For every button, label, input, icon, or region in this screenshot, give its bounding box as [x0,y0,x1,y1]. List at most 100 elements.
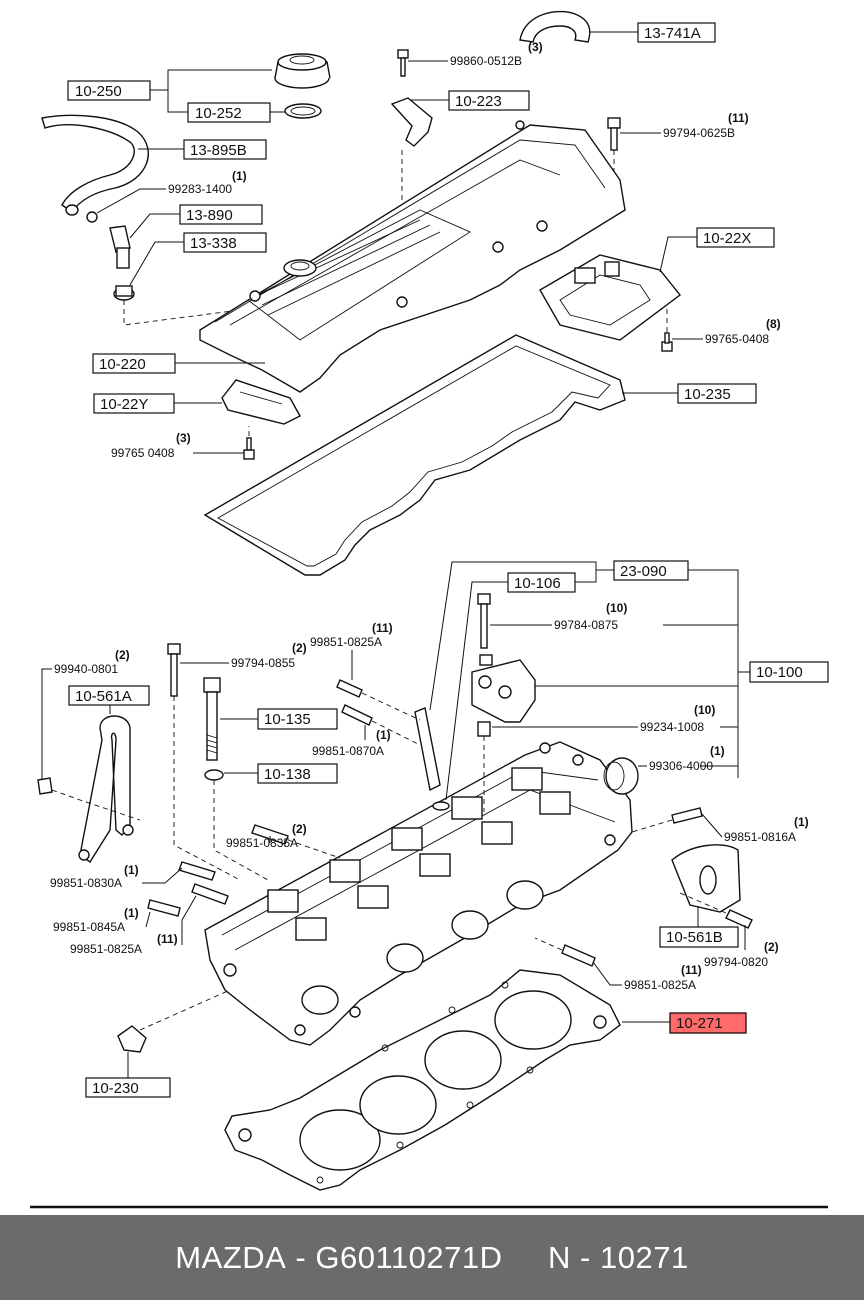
valve-cover-gasket [203,334,626,576]
part-label: 99765 0408 [111,446,175,460]
callout-10-561A: 10-561A [75,688,132,705]
baffle-plate-10-22X [539,254,681,341]
part-label: 99283-1400 [168,182,232,196]
qty-label: (11) [681,963,702,977]
callout-23-090: 23-090 [620,563,667,580]
spacer [502,1240,548,1276]
qty-label: (1) [710,744,725,758]
qty-label: (8) [766,317,781,331]
cylinder-head [204,741,633,1046]
diagram-number-label: N [548,1239,571,1275]
head-bolt-10-135 [203,677,221,761]
caption-bar: MAZDA - G60110271D N - 10271 [0,1215,864,1300]
breather-hose [519,10,591,43]
pcv-hose [41,114,149,213]
qty-label: (11) [372,621,393,635]
part-label: 99851-0870A [312,744,384,758]
callout-10-250: 10-250 [75,83,122,100]
stud-99851-0830A [178,861,216,881]
part-label: 99234-1008 [640,720,704,734]
bolt-99794-0855 [167,643,241,881]
dowel-99234-1008 [477,721,491,737]
stud-99851-0825A-b [191,883,229,905]
bolt-99765-0408-b [243,426,255,460]
part-number: G60110271D [315,1239,503,1275]
part-label: 99940-0801 [54,662,118,676]
part-label: 99851-0816A [724,830,796,844]
guide-10-106 [414,707,441,792]
qty-label: (2) [292,641,307,655]
callout-13-890: 13-890 [186,207,233,224]
callout-10-135: 10-135 [264,711,311,728]
brand-name: MAZDA [175,1239,287,1275]
qty-label: (1) [124,906,139,920]
callout-10-22X: 10-22X [703,230,751,247]
engine-hanger-10-561A [78,715,134,863]
qty-label: (2) [764,940,779,954]
qty-label: (3) [176,431,191,445]
callout-10-22Y: 10-22Y [100,396,148,413]
qty-label: (1) [794,815,809,829]
qty-label: (3) [528,40,543,54]
qty-label: (11) [728,111,749,125]
callout-13-741A: 13-741A [644,25,701,42]
callout-10-106: 10-106 [514,575,561,592]
callout-13-338: 13-338 [190,235,237,252]
qty-label: (10) [694,703,715,717]
bolt-99784-0875 [477,593,491,649]
callout-10-223: 10-223 [455,93,502,110]
qty-label: (1) [376,728,391,742]
part-label: 99851-0830A [50,876,122,890]
hydraulic-lash-adjuster [471,654,536,723]
plug-99306-4000 [603,757,639,795]
exploded-parts-diagram: 13-741A 10-250 10-252 10-223 13-895B 13-… [30,10,829,1209]
part-label: 99851-0845A [53,920,125,934]
part-label: 99794-0820 [704,955,768,969]
qty-label: (11) [157,932,178,946]
stud-99851-0816A [631,807,703,833]
stud-99851-0845A [147,899,181,917]
part-label: 99851-0825A [624,978,696,992]
bolt-99860-0512B [397,49,409,77]
stud-99851-0825A [336,679,421,721]
cylinder-head-gasket [224,969,621,1191]
callout-10-230: 10-230 [92,1080,139,1097]
bolt-99940-0801 [37,777,141,821]
part-label: 99851-0825A [70,942,142,956]
part-label: 99794-0855 [231,656,295,670]
part-label: 99851-0825A [310,635,382,649]
bracket-10-223 [390,97,433,147]
bolt-99794-0820 [679,892,753,929]
part-label: 99306-4000 [649,759,713,773]
qty-label: (1) [124,863,139,877]
callout-10-138: 10-138 [264,766,311,783]
callout-10-220: 10-220 [99,356,146,373]
engine-hanger-10-561B [671,844,741,913]
stud-99851-0870A [341,704,421,746]
guide-seal [432,801,450,811]
oil-filler-cap [274,53,331,89]
part-label: 99860-0512B [450,54,522,68]
qty-label: (2) [115,648,130,662]
separator: - [570,1239,600,1275]
pcv-valve [109,225,131,269]
part-label: 99851-0835A [226,836,298,850]
callout-10-100: 10-100 [756,664,803,681]
part-label: 99765-0408 [705,332,769,346]
callout-10-252: 10-252 [195,105,242,122]
baffle-plate-10-22Y [221,379,301,425]
part-label: 99794-0625B [663,126,735,140]
callout-13-895B: 13-895B [190,142,247,159]
hose-clip [86,211,98,223]
qty-label: (1) [232,169,247,183]
separator: - [286,1239,316,1275]
qty-label: (2) [292,822,307,836]
part-label: 99784-0875 [554,618,618,632]
valve-cover [199,120,626,393]
diagram-number: 10271 [600,1239,689,1275]
bolt-99765-0408-a [661,306,673,352]
callout-10-271: 10-271 [676,1015,723,1032]
bolt-99794-0625B [607,117,621,200]
callout-10-561B: 10-561B [666,929,723,946]
